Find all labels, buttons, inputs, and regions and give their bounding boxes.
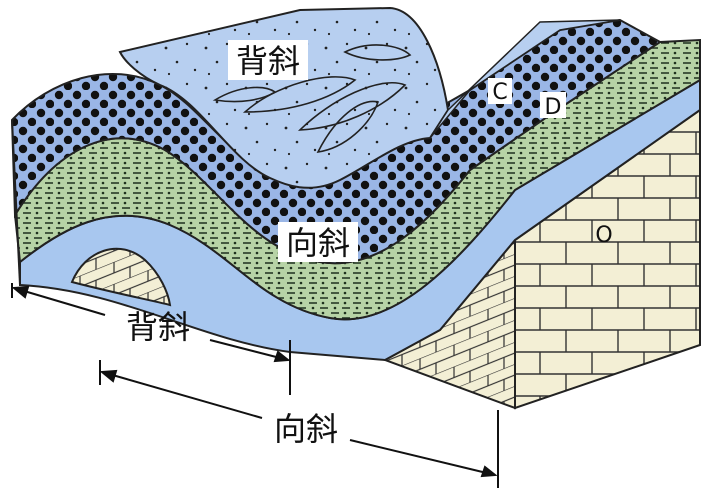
label-layer-c: C xyxy=(492,80,507,105)
label-bottom-syncline: 向斜 xyxy=(274,410,338,448)
label-layer-d: D xyxy=(545,95,562,120)
top-surface xyxy=(118,6,450,189)
label-bg-d xyxy=(540,92,566,118)
label-layer-o: O xyxy=(595,223,612,248)
label-bg-top-anticline xyxy=(228,40,308,80)
outcrop-ring-5 xyxy=(316,100,380,154)
top-ridge-strip xyxy=(429,19,621,139)
label-bg-syncline xyxy=(278,222,358,262)
label-bg-c xyxy=(488,78,512,104)
dimension-anticline xyxy=(11,283,291,395)
label-top-anticline: 背斜 xyxy=(236,42,300,80)
dimension-syncline xyxy=(99,360,499,488)
outcrop-ring-4 xyxy=(343,44,412,61)
label-bottom-anticline: 背斜 xyxy=(126,308,190,346)
block-left-edge xyxy=(11,119,21,286)
outcrop-ring-2 xyxy=(242,76,357,113)
anticline-core xyxy=(70,247,172,307)
label-syncline: 向斜 xyxy=(286,224,350,262)
